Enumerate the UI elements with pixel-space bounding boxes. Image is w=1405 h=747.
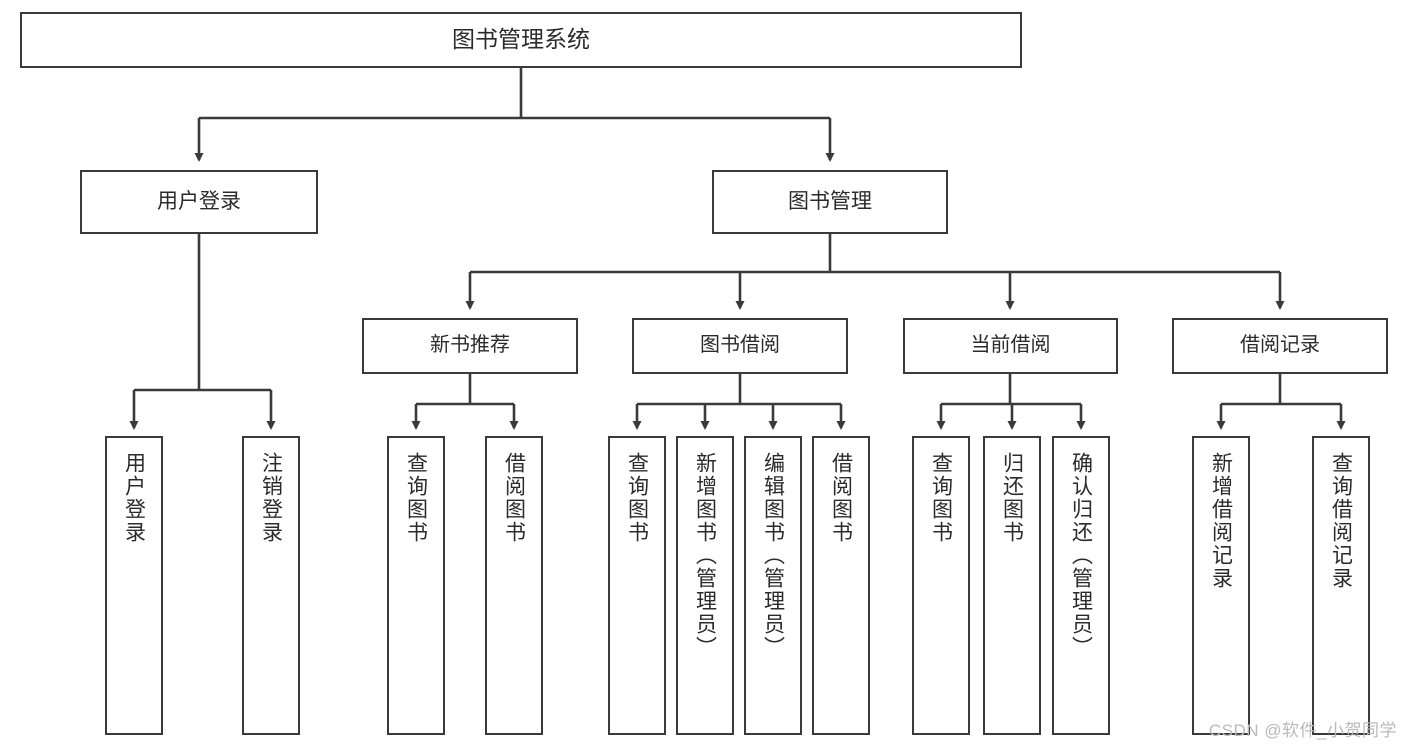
- leaf-query-borrow-record[interactable]: 查询借阅记录: [1312, 436, 1370, 735]
- node-label: 新书推荐: [430, 334, 510, 357]
- leaf-borrow-book[interactable]: 借阅图书: [812, 436, 870, 735]
- node-label: 查询图书: [625, 452, 649, 544]
- node-label: 图书管理: [788, 189, 872, 213]
- leaf-add-borrow-record[interactable]: 新增借阅记录: [1192, 436, 1250, 735]
- node-label: 查询图书: [404, 452, 428, 544]
- node-label: 新增图书（管理员）: [693, 452, 717, 659]
- node-label: 用户登录: [122, 452, 146, 544]
- node-book-borrow[interactable]: 图书借阅: [632, 318, 848, 374]
- node-label: 借阅记录: [1240, 334, 1320, 357]
- node-label: 查询图书: [929, 452, 953, 544]
- leaf-query-book-borrow[interactable]: 查询图书: [608, 436, 666, 735]
- node-new-book-recommend[interactable]: 新书推荐: [362, 318, 578, 374]
- leaf-edit-book-admin[interactable]: 编辑图书（管理员）: [744, 436, 802, 735]
- leaf-borrow-book-newbook[interactable]: 借阅图书: [485, 436, 543, 735]
- node-label: 图书借阅: [700, 334, 780, 357]
- node-label: 确认归还（管理员）: [1069, 452, 1093, 659]
- leaf-user-login[interactable]: 用户登录: [105, 436, 163, 735]
- leaf-query-book-current[interactable]: 查询图书: [912, 436, 970, 735]
- node-borrow-record[interactable]: 借阅记录: [1172, 318, 1388, 374]
- leaf-query-book-newbook[interactable]: 查询图书: [387, 436, 445, 735]
- leaf-logout[interactable]: 注销登录: [242, 436, 300, 735]
- node-root-system[interactable]: 图书管理系统: [20, 12, 1022, 68]
- node-label: 查询借阅记录: [1329, 452, 1353, 590]
- node-label: 注销登录: [259, 452, 283, 544]
- leaf-confirm-return-admin[interactable]: 确认归还（管理员）: [1052, 436, 1110, 735]
- leaf-return-book[interactable]: 归还图书: [983, 436, 1041, 735]
- node-label: 新增借阅记录: [1209, 452, 1233, 590]
- node-label: 借阅图书: [829, 452, 853, 544]
- leaf-add-book-admin[interactable]: 新增图书（管理员）: [676, 436, 734, 735]
- node-book-management[interactable]: 图书管理: [712, 170, 948, 234]
- node-label: 图书管理系统: [452, 26, 590, 53]
- node-label: 当前借阅: [970, 334, 1051, 357]
- node-label: 编辑图书（管理员）: [761, 452, 785, 659]
- node-current-borrow[interactable]: 当前借阅: [903, 318, 1118, 374]
- node-label: 归还图书: [1000, 452, 1024, 544]
- node-label: 用户登录: [157, 189, 241, 213]
- node-user-login[interactable]: 用户登录: [80, 170, 318, 234]
- node-label: 借阅图书: [502, 452, 526, 544]
